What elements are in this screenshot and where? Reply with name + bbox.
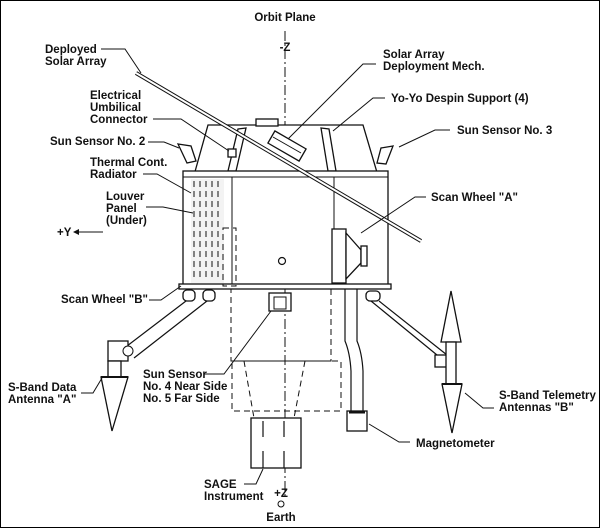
magnetometer-label: Magnetometer — [368, 423, 495, 450]
svg-text:Electrical: Electrical — [90, 90, 141, 102]
svg-text:Instrument: Instrument — [204, 491, 264, 503]
s-band-data-label: S-Band Data Antenna "A" — [8, 377, 103, 406]
orbit-plane-label: Orbit Plane — [254, 12, 315, 24]
right-wheel — [365, 290, 381, 302]
plus-z-earth: +Z Earth — [266, 488, 295, 524]
sage-instrument — [250, 417, 302, 469]
svg-text:Antenna "A": Antenna "A" — [8, 394, 76, 406]
electrical-umbilical-label: Electrical Umbilical Connector — [90, 90, 230, 152]
svg-text:Deployed: Deployed — [45, 44, 97, 56]
louver-panel-label: Louver Panel (Under) — [106, 191, 194, 227]
svg-text:No. 4 Near Side: No. 4 Near Side — [143, 381, 227, 393]
svg-text:Connector: Connector — [90, 114, 148, 126]
svg-text:Magnetometer: Magnetometer — [416, 438, 495, 450]
earth-label: Earth — [266, 512, 295, 524]
svg-text:Solar Array: Solar Array — [383, 49, 445, 61]
scan-wheel-a — [331, 228, 368, 284]
svg-text:+Y: +Y — [57, 227, 72, 239]
svg-text:Yo-Yo Despin Support (4): Yo-Yo Despin Support (4) — [391, 93, 529, 105]
svg-text:Louver: Louver — [106, 191, 145, 203]
scan-wheel-a-label: Scan Wheel "A" — [360, 192, 518, 234]
svg-text:S-Band Telemetry: S-Band Telemetry — [499, 390, 597, 402]
s-band-antenna-a — [100, 300, 208, 432]
thermal-radiator-label: Thermal Cont. Radiator — [90, 157, 192, 194]
scan-wheel-b-label: Scan Wheel "B" — [61, 285, 182, 306]
svg-text:(Under): (Under) — [106, 215, 147, 227]
sun-sensor-3-label: Sun Sensor No. 3 — [398, 125, 552, 148]
svg-text:No. 5 Far Side: No. 5 Far Side — [143, 393, 220, 405]
svg-text:Scan Wheel "B": Scan Wheel "B" — [61, 294, 148, 306]
main-body — [178, 170, 392, 290]
solar-array-boom — [134, 71, 423, 243]
sun-sensor-45 — [268, 292, 292, 312]
solar-array-mech-label: Solar Array Deployment Mech. — [287, 49, 485, 140]
sage-label: SAGE Instrument — [204, 468, 264, 503]
scan-wheel-b — [182, 289, 216, 302]
svg-text:S-Band Data: S-Band Data — [8, 382, 77, 394]
deployed-solar-array-label: Deployed Solar Array — [45, 44, 142, 74]
svg-text:Solar Array: Solar Array — [45, 56, 107, 68]
yoyo-despin-label: Yo-Yo Despin Support (4) — [332, 93, 529, 132]
s-band-telemetry-label: S-Band Telemetry Antennas "B" — [464, 390, 597, 414]
umbilical-connector — [227, 148, 237, 158]
plus-z-label: +Z — [274, 488, 288, 500]
svg-text:Thermal Cont.: Thermal Cont. — [90, 157, 167, 169]
svg-text:Sun Sensor: Sun Sensor — [143, 369, 207, 381]
magnetometer — [346, 410, 368, 432]
svg-text:Radiator: Radiator — [90, 169, 137, 181]
svg-text:Scan Wheel "A": Scan Wheel "A" — [431, 192, 518, 204]
svg-text:SAGE: SAGE — [204, 479, 237, 491]
sun-sensor-2 — [176, 143, 197, 164]
svg-text:Antennas "B": Antennas "B" — [499, 402, 574, 414]
minus-z-label: -Z — [280, 42, 291, 54]
svg-text:Deployment Mech.: Deployment Mech. — [383, 61, 485, 73]
sun-sensor-2-label: Sun Sensor No. 2 — [50, 136, 180, 149]
louver-panel — [191, 179, 224, 283]
plus-y-axis: +Y — [57, 227, 103, 239]
svg-text:Panel: Panel — [106, 203, 137, 215]
sun-sensor-45-label: Sun Sensor No. 4 Near Side No. 5 Far Sid… — [143, 310, 272, 405]
svg-text:Sun Sensor No. 2: Sun Sensor No. 2 — [50, 136, 145, 148]
sun-sensor-3 — [376, 145, 395, 165]
svg-text:Sun Sensor No. 3: Sun Sensor No. 3 — [457, 125, 552, 137]
deployment-mechanism — [267, 130, 307, 162]
s-band-antennas-b — [370, 290, 463, 434]
magnetometer-boom — [344, 289, 368, 432]
svg-text:Umbilical: Umbilical — [90, 102, 141, 114]
